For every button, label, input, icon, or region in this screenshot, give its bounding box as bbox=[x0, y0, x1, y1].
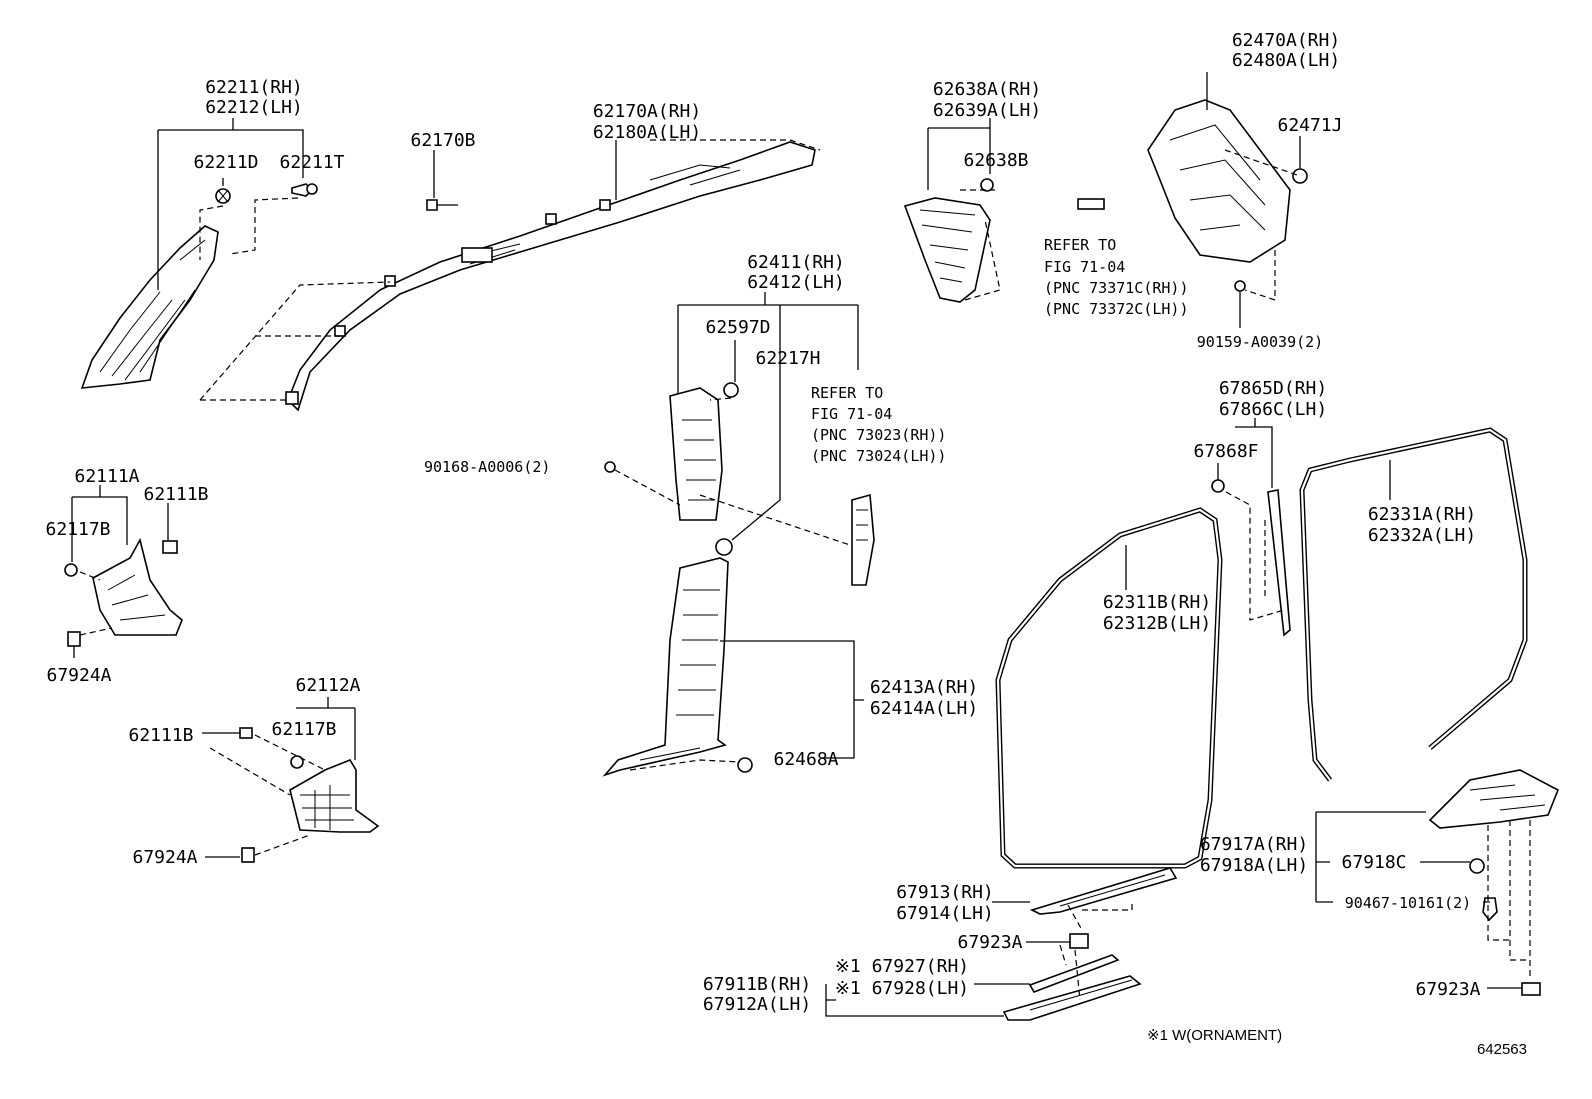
bolt-62170b bbox=[426, 199, 458, 211]
refer-b-line2: FIG 71-04 bbox=[811, 405, 892, 423]
label-62470a: 62470A(RH) bbox=[1232, 30, 1340, 51]
label-67913: 67913(RH) bbox=[896, 882, 994, 903]
refer-a-line1: REFER TO bbox=[1044, 236, 1116, 254]
label-62117b-top: 62117B bbox=[45, 519, 110, 540]
front-door-weatherstrip bbox=[995, 507, 1223, 869]
door-ornament bbox=[1002, 954, 1142, 1021]
label-62597d: 62597D bbox=[705, 317, 770, 338]
label-90168: 90168-A0006(2) bbox=[424, 458, 550, 476]
cowl-side-trim-lower bbox=[239, 727, 380, 863]
label-67868f: 67868F bbox=[1193, 441, 1258, 462]
label-67923a-mid: 67923A bbox=[957, 932, 1022, 953]
label-62211d: 62211D bbox=[193, 152, 258, 173]
label-62471j: 62471J bbox=[1277, 115, 1342, 136]
back-door-trim-cover bbox=[1077, 99, 1308, 292]
clip-62211d bbox=[215, 188, 231, 204]
refer-b-line3: (PNC 73023(RH)) bbox=[811, 426, 946, 444]
label-62639a: 62639A(LH) bbox=[933, 100, 1041, 121]
label-67917a: 67917A(RH) bbox=[1200, 834, 1308, 855]
label-67865d: 67865D(RH) bbox=[1219, 378, 1327, 399]
label-62111b-top: 62111B bbox=[143, 484, 208, 505]
label-62311b: 62311B(RH) bbox=[1103, 592, 1211, 613]
refer-b-line1: REFER TO bbox=[811, 384, 883, 402]
label-62117b-bot: 62117B bbox=[271, 719, 336, 740]
clip-62211t bbox=[291, 183, 318, 197]
label-90467: 90467-10161(2) bbox=[1345, 894, 1471, 912]
front-scuff-plate bbox=[1029, 867, 1178, 949]
image-id: 642563 bbox=[1477, 1041, 1527, 1058]
label-67914: 67914(LH) bbox=[896, 903, 994, 924]
label-67911b: 67911B(RH) bbox=[703, 974, 811, 995]
label-62638a: 62638A(RH) bbox=[933, 79, 1041, 100]
labels: 62211(RH) 62212(LH) 62211D 62211T 62170B… bbox=[45, 30, 1527, 1058]
label-62111b-bot: 62111B bbox=[128, 725, 193, 746]
refer-b-line4: (PNC 73024(LH)) bbox=[811, 447, 946, 465]
b-pillar-lower-garnish bbox=[602, 557, 753, 777]
cowl-side-trim bbox=[64, 537, 183, 647]
label-90159: 90159-A0039(2) bbox=[1197, 333, 1323, 351]
rear-door-weatherstrip bbox=[1299, 427, 1528, 782]
label-62638b: 62638B bbox=[963, 150, 1028, 171]
label-62170a: 62170A(RH) bbox=[593, 101, 701, 122]
label-62212: 62212(LH) bbox=[205, 97, 303, 118]
refer-a-line2: FIG 71-04 bbox=[1044, 258, 1125, 276]
refer-a-line4: (PNC 73372C(LH)) bbox=[1044, 300, 1189, 318]
c-pillar-garnish bbox=[903, 178, 994, 303]
b-pillar-upper-garnish bbox=[604, 382, 739, 556]
label-62480a: 62480A(LH) bbox=[1232, 50, 1340, 71]
a-pillar-garnish bbox=[80, 225, 219, 389]
seat-belt-cover bbox=[851, 493, 875, 586]
label-62111a: 62111A bbox=[74, 466, 139, 487]
label-62211t: 62211T bbox=[279, 152, 344, 173]
label-67918c: 67918C bbox=[1341, 852, 1406, 873]
label-62217h: 62217H bbox=[755, 348, 820, 369]
label-67912a: 67912A(LH) bbox=[703, 994, 811, 1015]
label-67924a-top: 67924A bbox=[46, 665, 111, 686]
label-67918a: 67918A(LH) bbox=[1200, 855, 1308, 876]
label-62414a: 62414A(LH) bbox=[870, 698, 978, 719]
roof-side-garnish bbox=[285, 141, 816, 412]
label-67923a-right: 67923A bbox=[1415, 979, 1480, 1000]
label-67866c: 67866C(LH) bbox=[1219, 399, 1327, 420]
label-62332a: 62332A(LH) bbox=[1368, 525, 1476, 546]
label-62180a: 62180A(LH) bbox=[593, 122, 701, 143]
label-62413a: 62413A(RH) bbox=[870, 677, 978, 698]
label-62112a: 62112A bbox=[295, 675, 360, 696]
footnote: ※1 W(ORNAMENT) bbox=[1147, 1027, 1282, 1044]
label-62412: 62412(LH) bbox=[747, 272, 845, 293]
label-62170b: 62170B bbox=[410, 130, 475, 151]
label-62312b: 62312B(LH) bbox=[1103, 613, 1211, 634]
label-62211: 62211(RH) bbox=[205, 77, 303, 98]
label-62468a: 62468A bbox=[773, 749, 838, 770]
label-62331a: 62331A(RH) bbox=[1368, 504, 1476, 525]
label-62411: 62411(RH) bbox=[747, 252, 845, 273]
rear-scuff-plate bbox=[1428, 769, 1560, 996]
label-67928: ※1 67928(LH) bbox=[835, 978, 969, 999]
label-67927: ※1 67927(RH) bbox=[835, 956, 969, 977]
refer-a-line3: (PNC 73371C(RH)) bbox=[1044, 279, 1189, 297]
label-67924a-bot: 67924A bbox=[132, 847, 197, 868]
